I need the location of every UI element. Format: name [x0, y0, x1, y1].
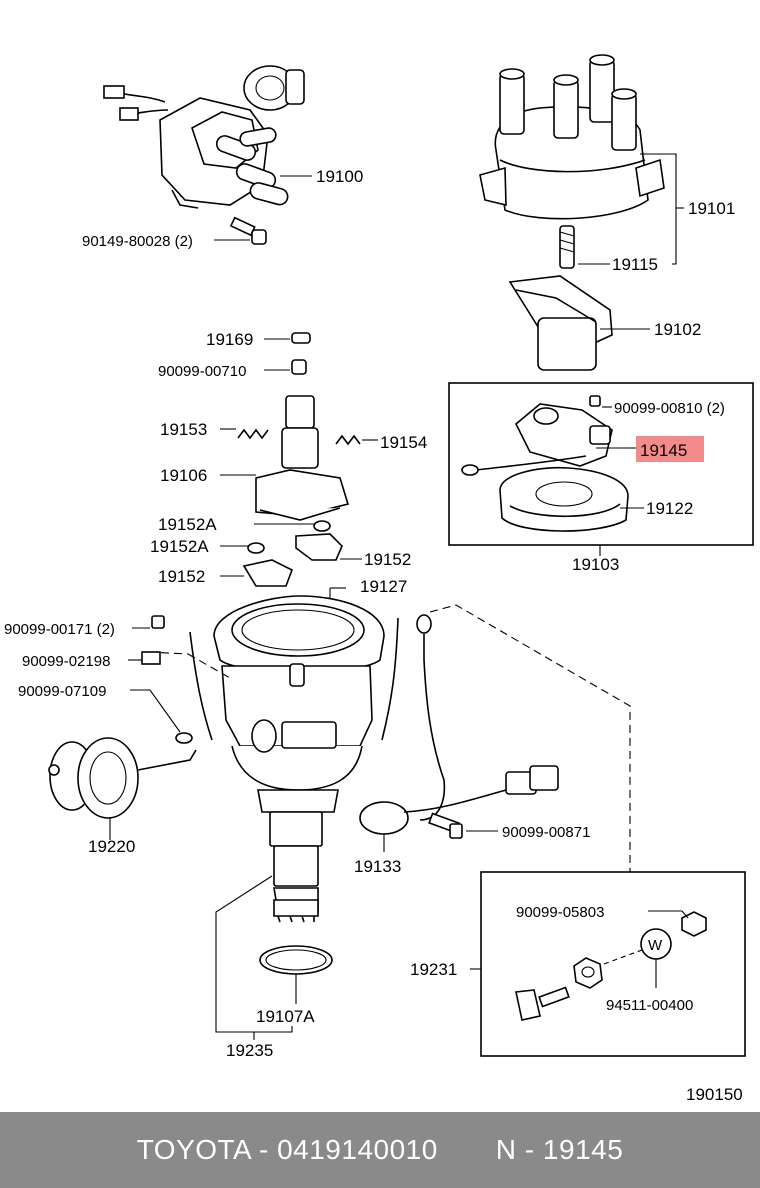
label-19153: 19153 [160, 420, 207, 439]
label-19101: 19101 [688, 199, 735, 218]
vacuum-advancer-drawing [48, 737, 197, 819]
label-19107A: 19107A [256, 1007, 315, 1026]
breaker-plate-drawing [461, 403, 629, 532]
spiral-gear-drawing [273, 899, 319, 923]
label-19103: 19103 [572, 555, 619, 574]
label-19154: 19154 [380, 433, 427, 452]
label-19152-1: 19152 [364, 550, 411, 569]
label-90099-00171: 90099-00171 (2) [4, 621, 115, 638]
footer-bar: TOYOTA - 0419140010 N - 19145 [0, 1112, 760, 1188]
governor-weight-left [242, 559, 294, 587]
breaker-plate-inset-box [448, 382, 754, 546]
label-19115: 19115 [612, 255, 658, 274]
label-19220: 19220 [88, 837, 135, 856]
footer-sep-1: - [250, 1134, 278, 1165]
footer-n-prefix: N [495, 1134, 517, 1165]
footer-part-number: 0419140010 [277, 1134, 438, 1165]
footer-n-code: 19145 [542, 1134, 624, 1165]
carbon-spring-drawing [559, 225, 575, 269]
label-90099-05803: 90099-05803 [516, 904, 604, 921]
rotor-drawing [508, 275, 613, 371]
condenser-drawing [359, 765, 559, 835]
label-90099-02198: 90099-02198 [22, 653, 110, 670]
label-19145: 19145 [640, 441, 687, 460]
spring-19153 [237, 428, 269, 440]
label-90099-00710: 90099-00710 [158, 363, 246, 380]
governor-weight-right [295, 533, 343, 561]
ground-wire-drawing [416, 614, 446, 821]
label-90099-00871: 90099-00871 [502, 824, 590, 841]
label-19102: 19102 [654, 320, 701, 339]
footer-brand: TOYOTA [136, 1134, 251, 1165]
label-19106: 19106 [160, 466, 207, 485]
label-19152-2: 19152 [158, 567, 205, 586]
spring-19154 [335, 434, 361, 446]
label-19122: 19122 [646, 499, 693, 518]
label-w-mark: W [648, 937, 663, 954]
bolt-90149-drawing [229, 216, 267, 245]
label-19152A-2: 19152A [150, 537, 209, 556]
footer-text: TOYOTA - 0419140010 N - 19145 [137, 1134, 624, 1166]
label-90099-07109: 90099-07109 [18, 683, 106, 700]
label-90099-00810: 90099-00810 (2) [614, 400, 725, 417]
distributor-assembly-drawing [103, 65, 305, 209]
label-19235: 19235 [226, 1041, 273, 1060]
label-19100: 19100 [316, 167, 363, 186]
label-94511-00400: 94511-00400 [606, 997, 693, 1014]
footer-sep-2: - [516, 1134, 543, 1165]
distributor-housing-drawing [189, 595, 399, 913]
label-19169: 19169 [206, 330, 253, 349]
label-19133: 19133 [354, 857, 401, 876]
label-90149-80028: 90149-80028 (2) [82, 233, 193, 250]
nut-and-screw-drawing [515, 957, 603, 1021]
label-190150: 190150 [686, 1085, 743, 1104]
label-19152A-1: 19152A [158, 515, 217, 534]
distributor-parts-diagram: 19100 90149-80028 (2) 19101 19115 19102 [4, 54, 754, 1104]
footer-gap [438, 1134, 496, 1165]
label-19127: 19127 [360, 577, 407, 596]
governor-shaft-drawing [255, 395, 350, 521]
label-19231: 19231 [410, 960, 457, 979]
kit-inset-box [480, 871, 746, 1057]
highlight-19145 [636, 436, 704, 462]
distributor-cap-drawing [479, 54, 665, 220]
